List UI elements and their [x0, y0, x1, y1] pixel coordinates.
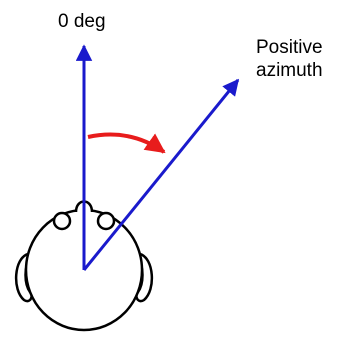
- rotation-direction-arrow: [87, 132, 166, 154]
- left-eye: [52, 211, 72, 231]
- right-eye: [96, 211, 116, 231]
- positive-azimuth-label-line2: azimuth: [256, 60, 323, 81]
- positive-azimuth-label-line1: Positive: [256, 37, 323, 58]
- positive-azimuth-label: Positive azimuth: [256, 36, 323, 82]
- positive-azimuth-arrow: [82, 78, 240, 271]
- zero-deg-label: 0 deg: [58, 11, 106, 32]
